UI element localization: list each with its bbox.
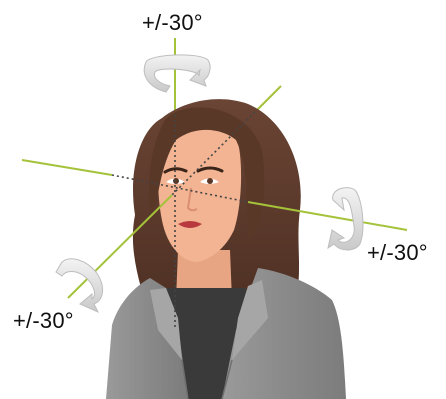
rotate-horizontal-arrow-icon xyxy=(143,54,211,93)
yaw-angle-label: +/-30° xyxy=(142,10,203,35)
hair-front xyxy=(148,107,265,240)
rotate-roll-arrow-icon xyxy=(55,258,103,314)
axis-lines-front xyxy=(67,194,408,299)
left-eyebrow xyxy=(163,167,188,174)
right-eyebrow xyxy=(196,166,224,173)
lips xyxy=(178,221,202,228)
pitch-angle-label: +/-30° xyxy=(367,240,428,265)
horizontal-axis-line-right xyxy=(247,201,408,231)
horizontal-axis-line-left xyxy=(21,159,113,176)
axis-lines-back xyxy=(21,38,282,176)
axis-lines-dotted xyxy=(111,111,256,330)
depth-axis-line xyxy=(254,85,282,113)
depth-axis-line-front xyxy=(67,194,173,299)
nose xyxy=(186,187,198,212)
eyes xyxy=(166,178,219,184)
rotate-vertical-arrow-icon xyxy=(327,187,364,251)
neck xyxy=(176,250,232,300)
face xyxy=(158,121,242,262)
jacket xyxy=(106,268,346,399)
roll-angle-label: +/-30° xyxy=(13,308,74,333)
